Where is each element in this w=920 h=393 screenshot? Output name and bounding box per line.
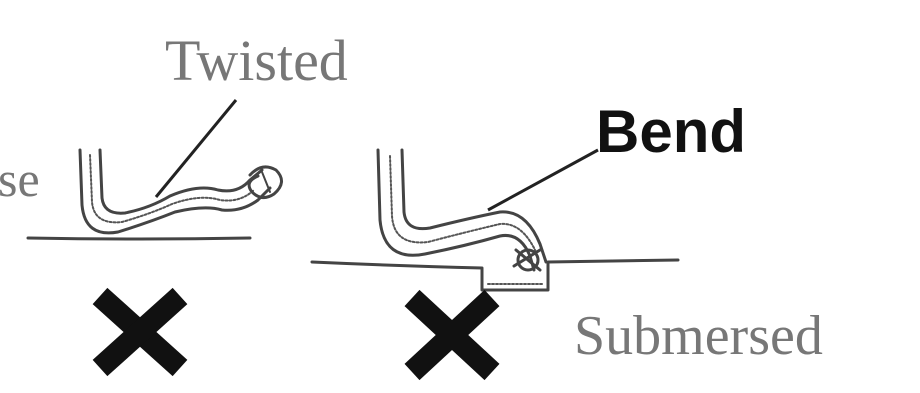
twisted-hose-panel: se Twisted: [0, 28, 348, 377]
twisted-leader: [154, 99, 238, 198]
bend-label: Bend: [596, 98, 746, 165]
twisted-label: Twisted: [165, 28, 348, 93]
cross-icon: [92, 287, 188, 377]
partial-label: se: [0, 151, 40, 207]
floor-with-pit: [310, 258, 680, 292]
bend-leader: [487, 148, 599, 212]
bent-hose-panel: Bend Submersed: [310, 98, 823, 381]
bent-hose: [376, 148, 548, 272]
submersed-label: Submersed: [574, 305, 823, 367]
ground-line-left: [26, 236, 252, 241]
cross-icon: [404, 289, 500, 381]
twisted-hose: [78, 148, 283, 235]
